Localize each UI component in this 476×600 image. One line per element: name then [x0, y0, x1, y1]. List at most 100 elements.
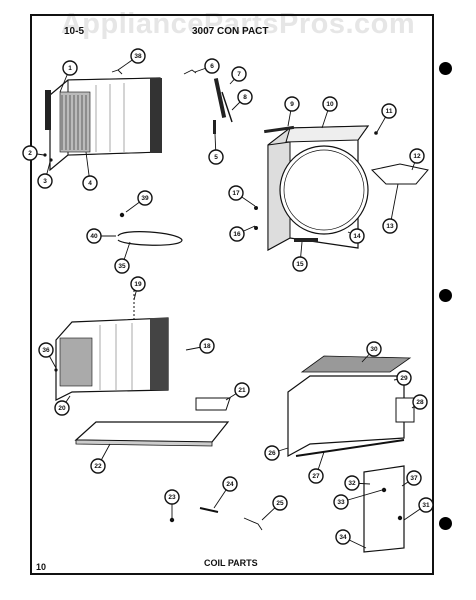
callout-circle: [409, 148, 425, 164]
callout-circle: [62, 60, 78, 76]
callout-circle: [228, 185, 244, 201]
callout-13: 13: [382, 183, 399, 234]
section-title: COIL PARTS: [204, 558, 258, 568]
header-model-code: 10-5: [64, 26, 85, 37]
callout-number: 24: [226, 481, 234, 488]
callout-number: 27: [312, 473, 320, 480]
callout-number: 39: [141, 195, 149, 202]
callout-34: 34: [335, 529, 367, 549]
callout-number: 21: [238, 387, 246, 394]
callout-8: 8: [231, 89, 253, 111]
callout-number: 36: [42, 347, 50, 354]
callout-29: 29: [393, 370, 412, 386]
callout-33: 33: [333, 489, 383, 510]
callout-circle: [114, 258, 130, 274]
callout-12: 12: [409, 148, 425, 171]
callout-37: 37: [401, 470, 422, 487]
callout-circle: [90, 458, 106, 474]
callout-number: 4: [88, 180, 92, 187]
callout-number: 12: [413, 153, 421, 160]
fan-shroud-drawing: [254, 125, 429, 252]
callout-circle: [204, 58, 220, 74]
callout-circle: [86, 228, 102, 244]
callout-2: 2: [22, 145, 45, 161]
evaporator-coil-drawing: [54, 290, 169, 401]
callout-circle: [344, 475, 360, 491]
callout-circle: [396, 370, 412, 386]
callout-27: 27: [308, 451, 325, 484]
callout-1: 1: [59, 60, 78, 93]
header-title: 3007 CON PACT: [192, 26, 269, 37]
binder-hole-middle: [439, 289, 452, 302]
diagram-frame: [30, 14, 434, 575]
callout-number: 7: [237, 71, 241, 78]
callout-circle: [272, 495, 288, 511]
callout-circle: [234, 382, 250, 398]
callout-number: 37: [410, 475, 418, 482]
base-pan-drawing: [287, 355, 415, 458]
callout-circle: [199, 338, 215, 354]
callout-circle: [130, 276, 146, 292]
callout-19: 19: [130, 276, 146, 301]
callout-30: 30: [361, 341, 382, 363]
callout-40: 40: [86, 228, 116, 244]
callout-number: 35: [118, 263, 126, 270]
callout-circle: [308, 468, 324, 484]
callout-number: 8: [243, 94, 247, 101]
callout-14: 14: [347, 228, 365, 244]
callout-number: 40: [90, 233, 98, 240]
callout-3: 3: [37, 161, 53, 189]
callout-number: 29: [400, 375, 408, 382]
callout-circle: [406, 470, 422, 486]
callout-number: 10: [326, 101, 334, 108]
callout-number: 30: [370, 346, 378, 353]
callout-number: 18: [203, 343, 211, 350]
callout-17: 17: [228, 185, 256, 207]
callout-circle: [231, 66, 247, 82]
page-number: 10: [36, 562, 47, 572]
callout-18: 18: [185, 338, 215, 354]
callout-circle: [333, 494, 349, 510]
callout-circle: [137, 190, 153, 206]
callout-number: 14: [353, 233, 361, 240]
callout-number: 9: [290, 101, 294, 108]
callout-circle: [284, 96, 300, 112]
callout-36: 36: [38, 342, 57, 369]
callout-number: 16: [233, 231, 241, 238]
callout-number: 38: [134, 53, 142, 60]
callout-circle: [164, 489, 180, 505]
callout-circle: [418, 497, 434, 513]
callout-circle: [237, 89, 253, 105]
tube-assembly-drawing: [117, 212, 183, 246]
callout-15: 15: [292, 241, 308, 272]
callout-9: 9: [284, 96, 300, 127]
callout-circle: [335, 529, 351, 545]
callout-31: 31: [403, 497, 434, 521]
callout-circle: [366, 341, 382, 357]
callout-number: 22: [94, 463, 102, 470]
callout-21: 21: [225, 382, 250, 401]
binder-hole-bottom: [439, 517, 452, 530]
callout-6: 6: [194, 58, 220, 74]
drain-pan-drawing: [74, 397, 231, 447]
callout-circle: [412, 394, 428, 410]
callout-35: 35: [114, 241, 131, 274]
binder-hole-top: [439, 62, 452, 75]
callout-number: 34: [339, 534, 347, 541]
callout-circle: [322, 96, 338, 112]
callout-number: 13: [386, 223, 394, 230]
callout-circle: [264, 445, 280, 461]
callout-38: 38: [117, 48, 146, 71]
watermark: AppliancePartsPros.com: [60, 8, 416, 40]
callout-16: 16: [229, 225, 256, 242]
small-hardware-drawing: [169, 465, 405, 553]
callout-39: 39: [125, 190, 153, 213]
callout-circle: [382, 218, 398, 234]
callout-number: 26: [268, 450, 276, 457]
callout-circle: [349, 228, 365, 244]
condenser-coil-drawing: [43, 69, 162, 172]
callout-number: 20: [58, 405, 66, 412]
callout-circle: [229, 226, 245, 242]
